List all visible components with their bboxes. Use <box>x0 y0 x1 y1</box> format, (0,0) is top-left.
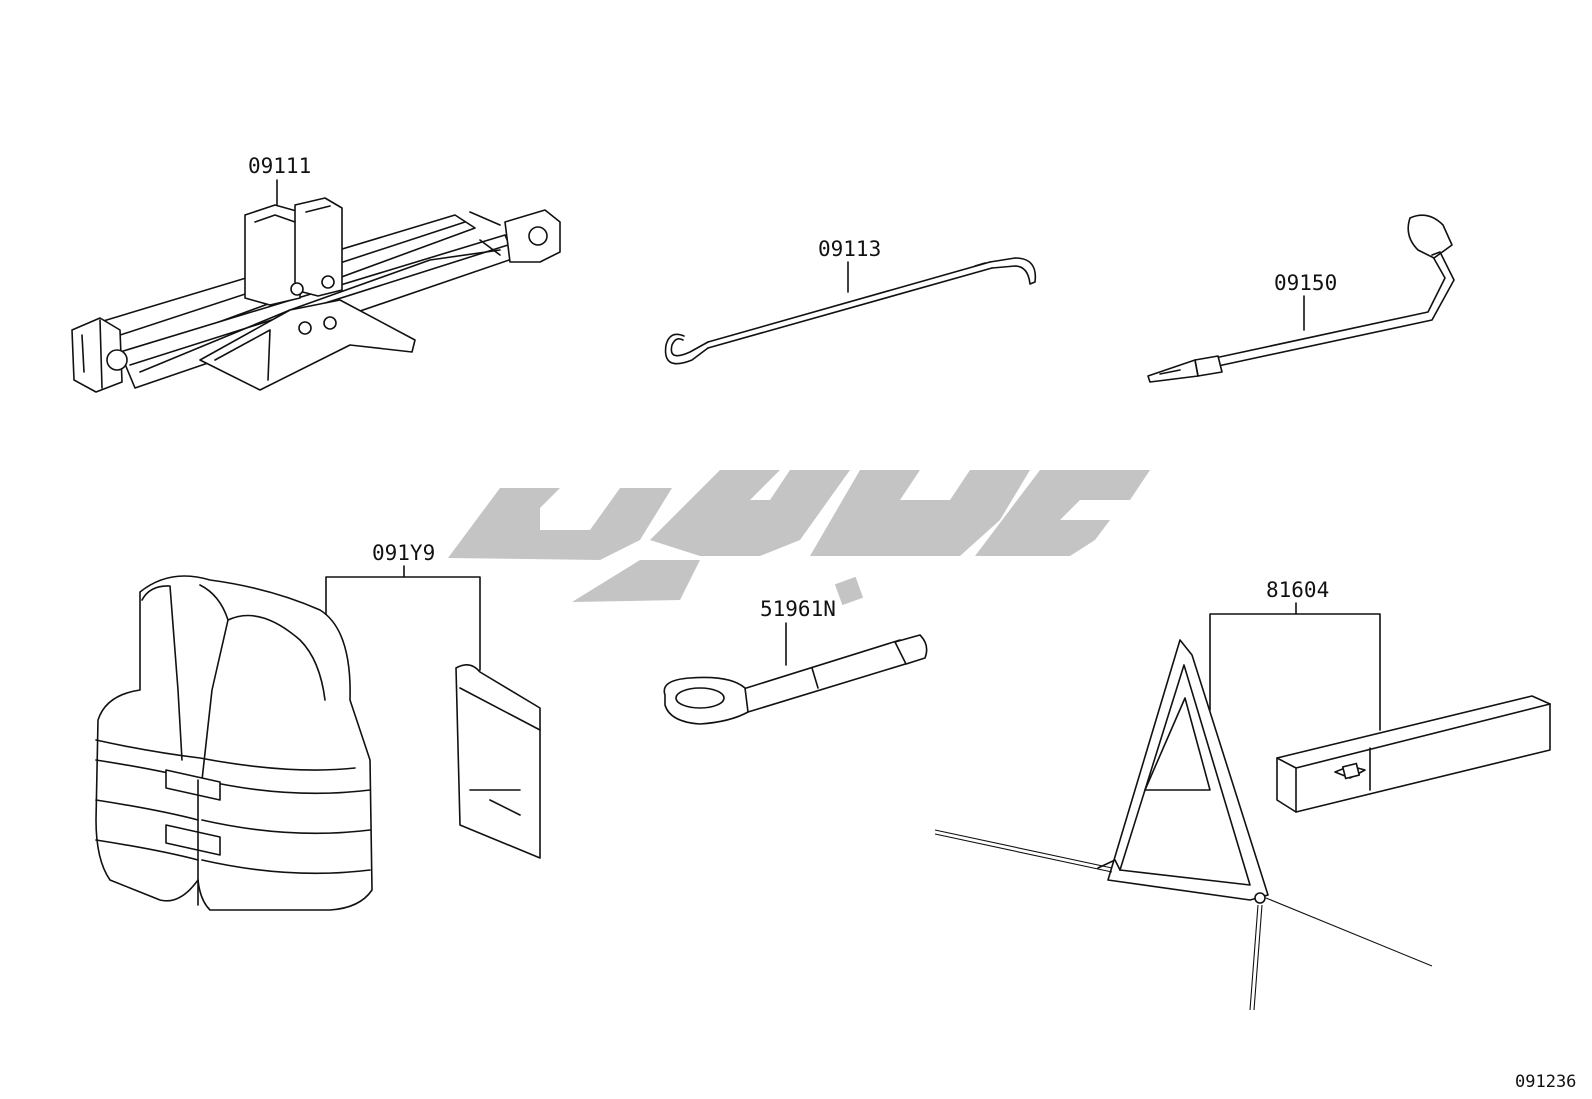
part-label-51961N: 51961N <box>760 597 836 621</box>
part-label-81604: 81604 <box>1266 578 1329 602</box>
lug-wrench-icon <box>1147 214 1455 383</box>
safety-vest: 091Y9 <box>95 541 541 911</box>
watermark-logo-icon <box>448 470 1150 606</box>
triangle-case-icon <box>1276 695 1551 813</box>
warning-triangle: 81604 <box>934 578 1551 1011</box>
towing-hook: 51961N <box>663 597 928 725</box>
warning-triangle-icon <box>934 639 1433 1011</box>
jack-handle-rod-icon <box>664 257 1037 365</box>
towing-hook-icon <box>663 634 928 725</box>
vest-pouch-icon <box>455 664 541 859</box>
scissor-jack: 09111 <box>71 154 561 393</box>
part-label-09113: 09113 <box>818 237 881 261</box>
diagram-reference-number: 091236 <box>1515 1072 1576 1092</box>
leader-line-81604 <box>1209 602 1381 731</box>
scissor-jack-icon <box>71 197 561 393</box>
part-label-091Y9: 091Y9 <box>372 541 435 565</box>
lug-wrench: 09150 <box>1147 214 1455 383</box>
part-label-09111: 09111 <box>248 154 311 178</box>
safety-vest-icon <box>95 575 373 911</box>
jack-handle-rod: 09113 <box>664 237 1037 365</box>
leader-line-091Y9 <box>325 565 481 671</box>
part-label-09150: 09150 <box>1274 271 1337 295</box>
